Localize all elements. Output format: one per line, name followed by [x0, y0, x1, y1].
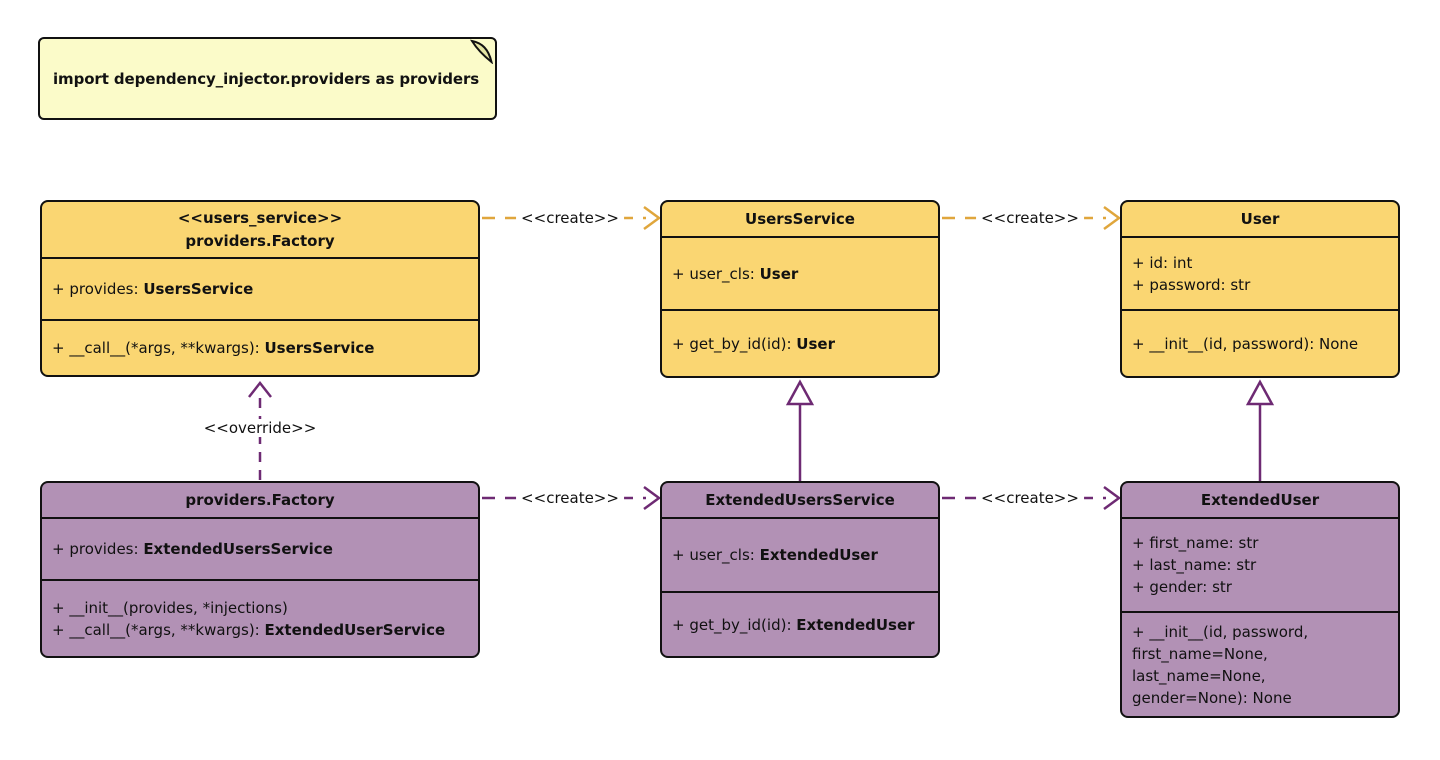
- method-type: UsersService: [264, 339, 375, 357]
- create-label-bottom-right: <<create>>: [976, 489, 1084, 507]
- method: + __init__(id, password): None: [1122, 333, 1398, 355]
- class-extended-users-service: ExtendedUsersService + user_cls: Extende…: [660, 481, 940, 658]
- inheritance-arrow-extendedusersservice: [785, 379, 815, 481]
- attribute-text: + user_cls:: [672, 264, 760, 283]
- attribute: + gender: str: [1122, 576, 1398, 598]
- note-text: import dependency_injector.providers as …: [53, 69, 480, 88]
- method: + __init__(id, password,: [1122, 621, 1398, 643]
- attribute-text: + provides:: [52, 280, 144, 298]
- attribute-type: UsersService: [143, 280, 254, 298]
- method-text: first_name=None,: [1132, 644, 1268, 663]
- class-stereotype: <<users_service>>: [177, 208, 343, 227]
- attribute: + password: str: [1122, 274, 1398, 296]
- class-attributes: + user_cls: User: [662, 236, 938, 309]
- method-text: + get_by_id(id):: [672, 334, 797, 353]
- method-type: ExtendedUserService: [264, 620, 446, 639]
- method-text: + __init__(id, password): None: [1132, 334, 1359, 353]
- class-attributes: + first_name: str + last_name: str + gen…: [1122, 517, 1398, 611]
- class-header: <<users_service>> providers.Factory: [42, 202, 478, 257]
- class-methods: + __init__(id, password, first_name=None…: [1122, 611, 1398, 716]
- class-header: ExtendedUser: [1122, 483, 1398, 517]
- attribute: + user_cls: ExtendedUser: [662, 544, 938, 566]
- class-name: ExtendedUsersService: [705, 490, 895, 509]
- method: + get_by_id(id): ExtendedUser: [662, 614, 938, 636]
- method-text: last_name=None,: [1132, 666, 1266, 685]
- class-methods: + __init__(id, password): None: [1122, 309, 1398, 376]
- create-label-top-right: <<create>>: [976, 209, 1084, 227]
- class-users-service: UsersService + user_cls: User + get_by_i…: [660, 200, 940, 378]
- create-label-top-left: <<create>>: [516, 209, 624, 227]
- class-attributes: + provides: UsersService: [42, 257, 478, 319]
- attribute: + first_name: str: [1122, 532, 1398, 554]
- class-methods: + get_by_id(id): User: [662, 309, 938, 376]
- attribute-type: ExtendedUsersService: [143, 540, 333, 558]
- method: last_name=None,: [1122, 665, 1398, 687]
- method-text: + __call__(*args, **kwargs):: [52, 339, 265, 357]
- class-user: User + id: int + password: str + __init_…: [1120, 200, 1400, 378]
- class-methods: + __call__(*args, **kwargs): UsersServic…: [42, 319, 478, 375]
- class-providers-factory-extended: providers.Factory + provides: ExtendedUs…: [40, 481, 480, 658]
- class-attributes: + id: int + password: str: [1122, 236, 1398, 309]
- method-text: + get_by_id(id):: [672, 615, 797, 634]
- method-text: + __init__(provides, *injections): [52, 598, 288, 617]
- class-header: ExtendedUsersService: [662, 483, 938, 517]
- class-header: User: [1122, 202, 1398, 236]
- method: + __call__(*args, **kwargs): ExtendedUse…: [42, 619, 478, 641]
- create-label-bottom-left: <<create>>: [516, 489, 624, 507]
- inheritance-arrow-extendeduser: [1245, 379, 1275, 481]
- class-methods: + __init__(provides, *injections) + __ca…: [42, 579, 478, 656]
- class-extended-user: ExtendedUser + first_name: str + last_na…: [1120, 481, 1400, 718]
- class-name: User: [1240, 209, 1280, 228]
- class-header: providers.Factory: [42, 483, 478, 517]
- class-providers-factory-users: <<users_service>> providers.Factory + pr…: [40, 200, 480, 377]
- method-text: + __init__(id, password,: [1132, 622, 1309, 641]
- import-note: import dependency_injector.providers as …: [38, 37, 497, 120]
- class-name: UsersService: [745, 209, 855, 228]
- method: + get_by_id(id): User: [662, 333, 938, 355]
- method-type: ExtendedUser: [796, 615, 915, 634]
- class-attributes: + provides: ExtendedUsersService: [42, 517, 478, 579]
- attribute-text: + gender: str: [1132, 578, 1232, 596]
- class-attributes: + user_cls: ExtendedUser: [662, 517, 938, 591]
- attribute: + user_cls: User: [662, 263, 938, 285]
- method: gender=None): None: [1122, 687, 1398, 709]
- class-name: providers.Factory: [185, 231, 335, 250]
- class-name: providers.Factory: [185, 490, 335, 509]
- attribute-text: + first_name: str: [1132, 534, 1259, 552]
- class-name: ExtendedUser: [1200, 490, 1320, 509]
- attribute-type: ExtendedUser: [759, 546, 878, 564]
- method-text: + __call__(*args, **kwargs):: [52, 620, 265, 639]
- attribute-type: User: [759, 264, 799, 283]
- method-text: gender=None): None: [1132, 688, 1292, 707]
- attribute-text: + user_cls:: [672, 546, 760, 564]
- attribute-text: + provides:: [52, 540, 144, 558]
- method: + __call__(*args, **kwargs): UsersServic…: [42, 337, 478, 359]
- attribute: + provides: UsersService: [42, 278, 478, 300]
- method: + __init__(provides, *injections): [42, 597, 478, 619]
- class-methods: + get_by_id(id): ExtendedUser: [662, 591, 938, 656]
- method: first_name=None,: [1122, 643, 1398, 665]
- attribute: + provides: ExtendedUsersService: [42, 538, 478, 560]
- attribute: + id: int: [1122, 252, 1398, 274]
- attribute: + last_name: str: [1122, 554, 1398, 576]
- attribute-text: + id: int: [1132, 253, 1193, 272]
- note-fold-icon: [470, 39, 493, 64]
- method-type: User: [796, 334, 835, 353]
- class-header: UsersService: [662, 202, 938, 236]
- attribute-text: + last_name: str: [1132, 556, 1257, 574]
- attribute-text: + password: str: [1132, 275, 1251, 294]
- override-label: <<override>>: [198, 419, 322, 437]
